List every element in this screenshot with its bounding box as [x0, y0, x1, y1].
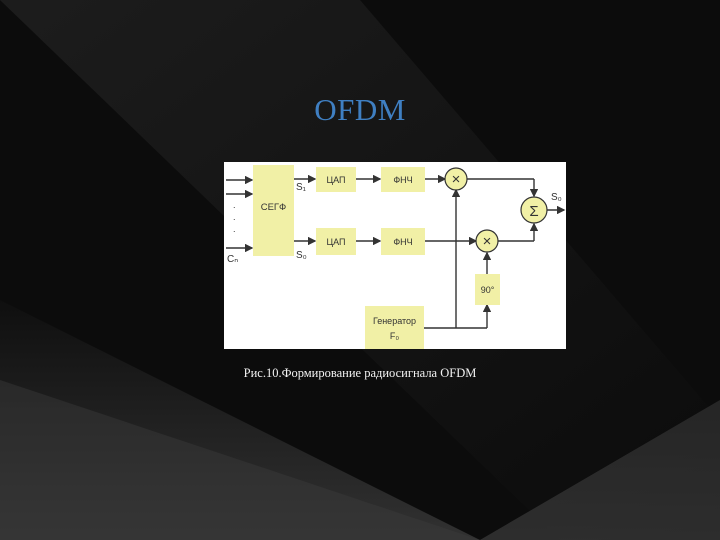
ofdm-block-diagram: . . . Cₙ СЕГФ S₁ S₀ ЦАП ФНЧ ЦАП ФНЧ	[224, 162, 566, 349]
lpf-bottom-label: ФНЧ	[393, 237, 412, 247]
mixer-top	[444, 167, 468, 191]
input-dots-2: .	[233, 212, 236, 222]
phase-shift-block	[475, 274, 500, 305]
phase-shift-label: 90°	[481, 285, 495, 295]
mixer-bottom	[475, 229, 499, 253]
serial-block-label: СЕГФ	[261, 202, 287, 213]
input-dots-3: .	[233, 224, 236, 234]
input-arrows	[226, 175, 254, 253]
mixer-bottom-symbol: ×	[483, 233, 492, 250]
dac-block-bottom	[316, 228, 356, 255]
lpf-block-top	[381, 167, 425, 192]
dac-bottom-label: ЦАП	[326, 237, 345, 247]
dac-block-top	[316, 167, 356, 192]
serial-block	[253, 165, 294, 256]
input-dots: .	[233, 200, 236, 210]
figure-caption: Рис.10.Формирование радиосигнала OFDM	[243, 366, 477, 380]
lpf-block-bottom	[381, 228, 425, 255]
generator-freq-label: F₀	[390, 331, 399, 341]
lpf-top-label: ФНЧ	[393, 175, 412, 185]
summer	[520, 196, 548, 224]
generator-label: Генератор	[373, 316, 416, 326]
summer-symbol: Σ	[529, 203, 538, 220]
output-label-s1: S₁	[296, 182, 307, 193]
generator-block	[365, 306, 424, 349]
slide-title: OFDM	[314, 92, 406, 127]
input-label-cn: Cₙ	[227, 254, 238, 265]
dac-top-label: ЦАП	[326, 175, 345, 185]
output-label-sq: S₀	[296, 250, 307, 261]
output-label: S₀	[551, 192, 562, 203]
mixer-top-symbol: ×	[452, 171, 461, 188]
